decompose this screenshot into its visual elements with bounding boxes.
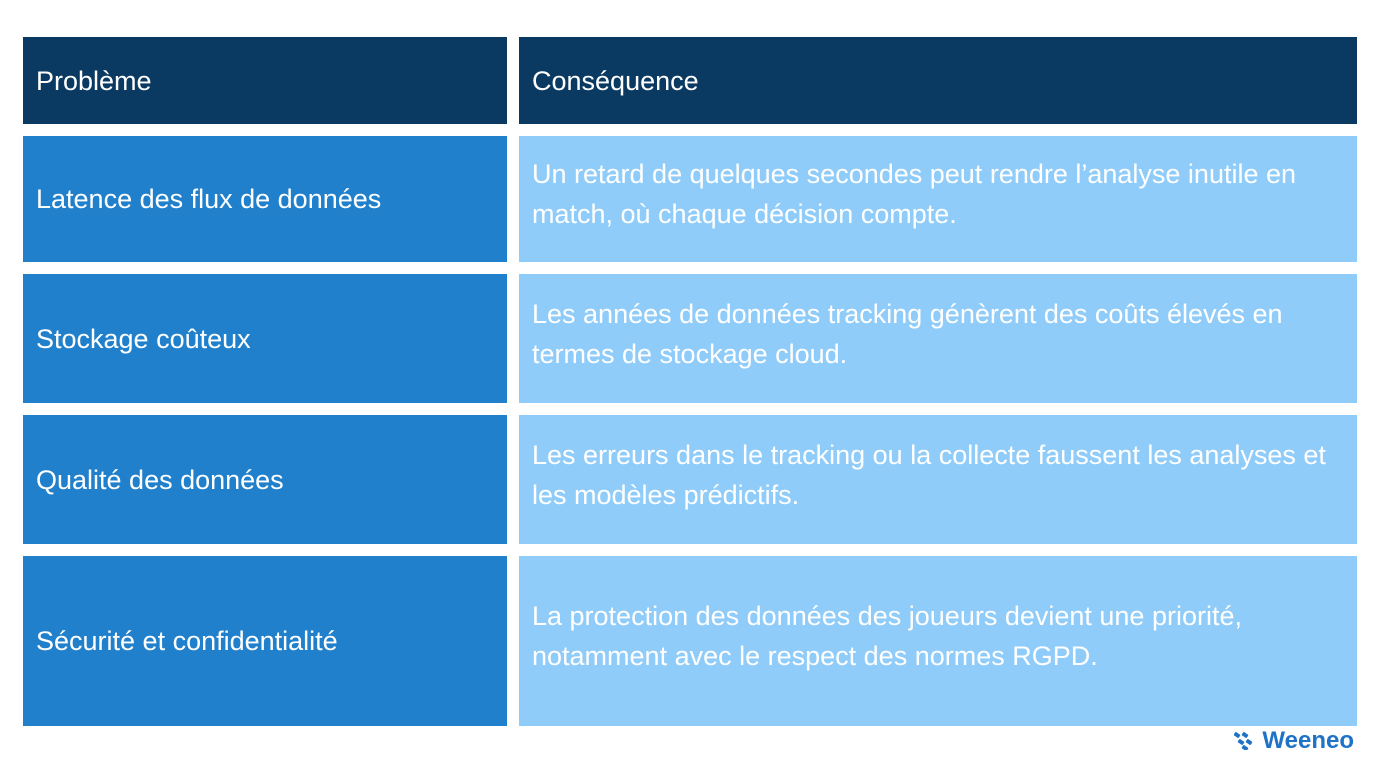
row-4-consequence: La protection des données des joueurs de… [519,556,1357,726]
header-problem: Problème [23,37,507,124]
row-2-consequence: Les années de données tracking génèrent … [519,274,1357,403]
header-consequence: Conséquence [519,37,1357,124]
weeneo-logo-text: Weeneo [1262,727,1354,754]
weeneo-logo: Weeneo [1234,727,1354,755]
row-2-problem: Stockage coûteux [23,274,507,403]
weeneo-logo-icon [1234,732,1256,750]
row-3-consequence: Les erreurs dans le tracking ou la colle… [519,415,1357,544]
row-1-problem: Latence des flux de données [23,136,507,262]
problem-consequence-table: Problème Conséquence Latence des flux de… [23,37,1357,726]
row-3-problem: Qualité des données [23,415,507,544]
row-1-consequence: Un retard de quelques secondes peut rend… [519,136,1357,262]
row-4-problem: Sécurité et confidentialité [23,556,507,726]
